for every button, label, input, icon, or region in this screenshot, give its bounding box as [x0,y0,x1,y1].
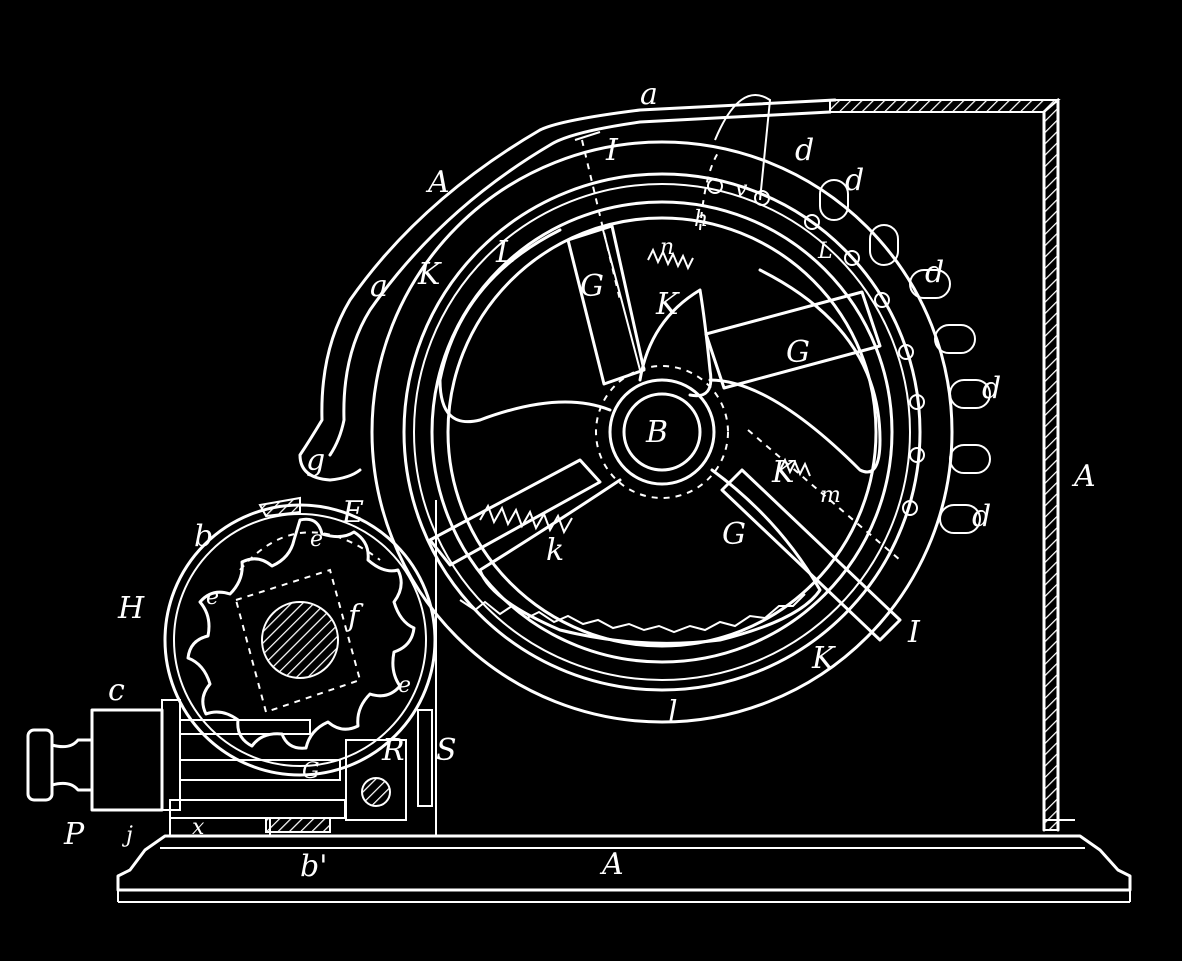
label-R: R [381,733,405,768]
label-P: P [63,817,85,852]
label-L-upper: L [495,235,516,270]
spring-icon [428,247,811,567]
label-v: v [735,177,748,202]
label-l: l [668,695,678,730]
label-K-rim: K [811,641,836,676]
label-h: h [694,207,708,232]
label-A-right: A [1071,459,1096,494]
label-a-top: a [640,77,658,112]
label-j: j [121,823,133,848]
label-b-prime: b' [300,849,327,884]
label-e-top: e [310,527,323,552]
label-d-5: d [972,499,991,534]
label-a-mid: a [370,269,388,304]
finger-guides [699,94,991,534]
wheel-spokes [438,228,882,645]
label-I-top: I [605,133,619,168]
wheel-icon [370,140,954,724]
label-b: b [194,519,213,554]
label-g: g [306,443,325,478]
label-H: H [117,591,145,626]
label-G-lower: G [722,517,746,552]
part-labels: a A a K L I d d d d d h v L G n K G B g … [63,77,1096,884]
label-d-4: d [982,371,1001,406]
label-d-1: d [795,133,814,168]
label-e-right: e [398,673,411,698]
knob-icon [26,500,437,837]
label-A-left: A [425,165,450,200]
label-I-right: I [907,615,921,650]
label-c: c [108,673,125,708]
label-B-hub: B [645,415,668,450]
label-L-right: L [817,239,833,264]
label-d-3: d [925,255,944,290]
label-e-left: e [206,585,219,610]
label-K-inner: K [655,287,680,322]
label-A-base: A [599,847,624,882]
label-E: E [341,495,364,530]
label-K-lower: K [771,455,796,490]
label-d-2: d [845,163,864,198]
label-n-upper: n [660,235,674,260]
label-G-right: G [786,335,810,370]
label-x: x [192,815,205,840]
label-S: S [436,733,457,768]
slide-bars [566,139,902,642]
label-f: f [346,599,364,634]
outer-casing [298,98,837,482]
label-G-upper: G [580,269,604,304]
base-plate [116,834,1132,903]
label-m: m [820,483,841,508]
label-G-small: G [302,759,320,784]
label-K-upper: K [417,257,442,292]
label-k: k [546,533,564,568]
casing-wall [829,97,1075,832]
